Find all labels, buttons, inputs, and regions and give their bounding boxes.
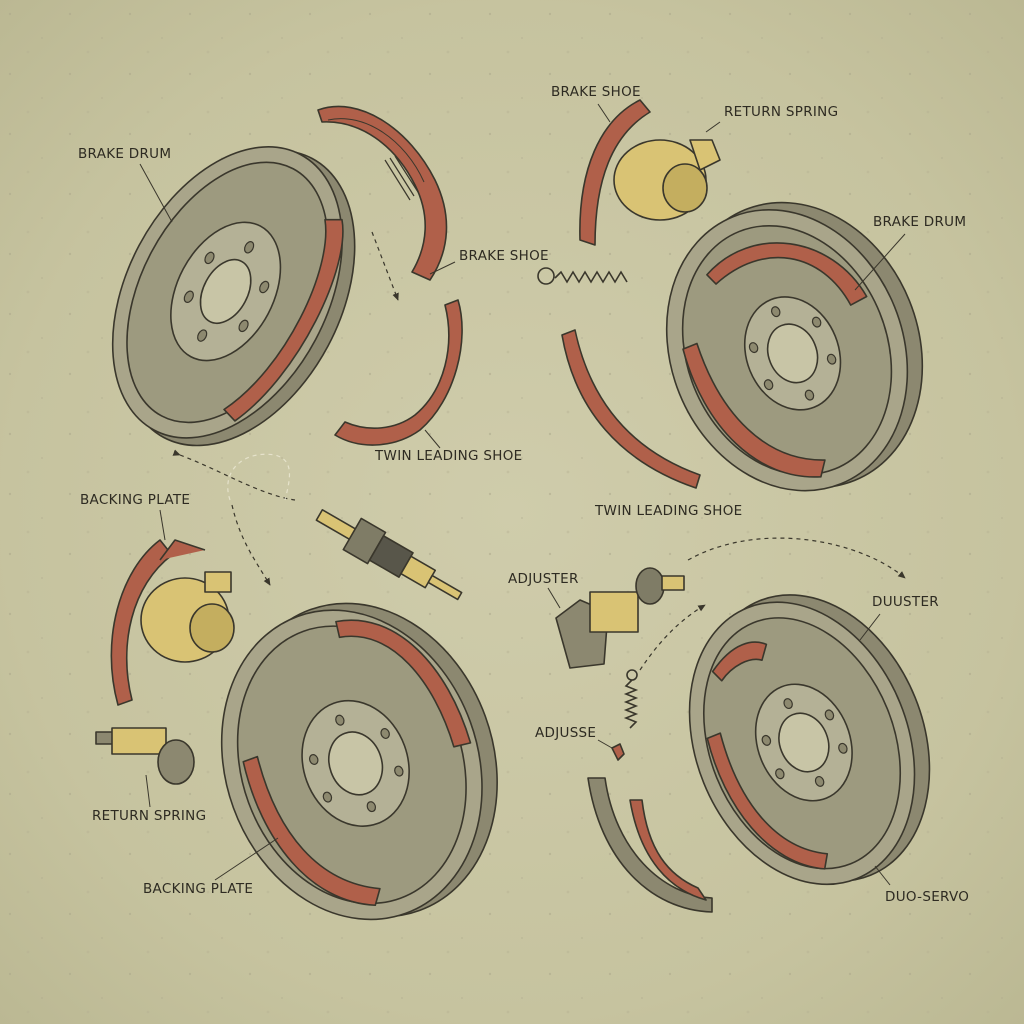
brake-shoe-top-right bbox=[579, 99, 721, 246]
label-brake-drum-2: BRAKE DRUM bbox=[873, 214, 967, 230]
label-brake-drum-1: BRAKE DRUM bbox=[78, 146, 172, 162]
adjuster-clip bbox=[611, 743, 625, 761]
twin-leading-shoe-right bbox=[561, 329, 701, 489]
label-brake-shoe-2: BRAKE SHOE bbox=[459, 248, 549, 264]
return-spring-lower bbox=[623, 669, 639, 729]
label-duuster: DUUSTER bbox=[872, 594, 939, 610]
leader-lines bbox=[139, 103, 906, 886]
brake-drum-bottom-center bbox=[220, 602, 498, 921]
label-twin-leading-shoe-1: TWIN LEADING SHOE bbox=[375, 448, 523, 464]
adjuster-bottom-left bbox=[95, 727, 195, 785]
label-return-spring-2: RETURN SPRING bbox=[92, 808, 207, 824]
label-twin-leading-shoe-2: TWIN LEADING SHOE bbox=[595, 503, 743, 519]
brake-drum-top-right bbox=[665, 201, 924, 492]
brake-drum-top-left bbox=[111, 146, 356, 447]
wheel-cylinder-actuator bbox=[315, 509, 463, 601]
adjuster-center-right bbox=[555, 567, 685, 669]
label-return-spring-1: RETURN SPRING bbox=[724, 104, 839, 120]
brake-shoe-lower bbox=[334, 299, 463, 446]
return-spring-center bbox=[537, 267, 628, 285]
label-adjuster: ADJUSTER bbox=[508, 571, 579, 587]
label-brake-shoe-1: BRAKE SHOE bbox=[551, 84, 641, 100]
label-backing-plate-2: BACKING PLATE bbox=[143, 881, 254, 897]
label-duo-servo: DUO-SERVO bbox=[885, 889, 970, 905]
brake-drum-bottom-right bbox=[688, 594, 931, 886]
brake-shoe-bottom-left bbox=[110, 539, 235, 706]
brake-shoe-upper bbox=[317, 105, 448, 281]
label-backing-plate-1: BACKING PLATE bbox=[80, 492, 191, 508]
brake-shoe-bottom-right bbox=[587, 777, 713, 913]
label-adjusse: ADJUSSE bbox=[535, 725, 597, 741]
